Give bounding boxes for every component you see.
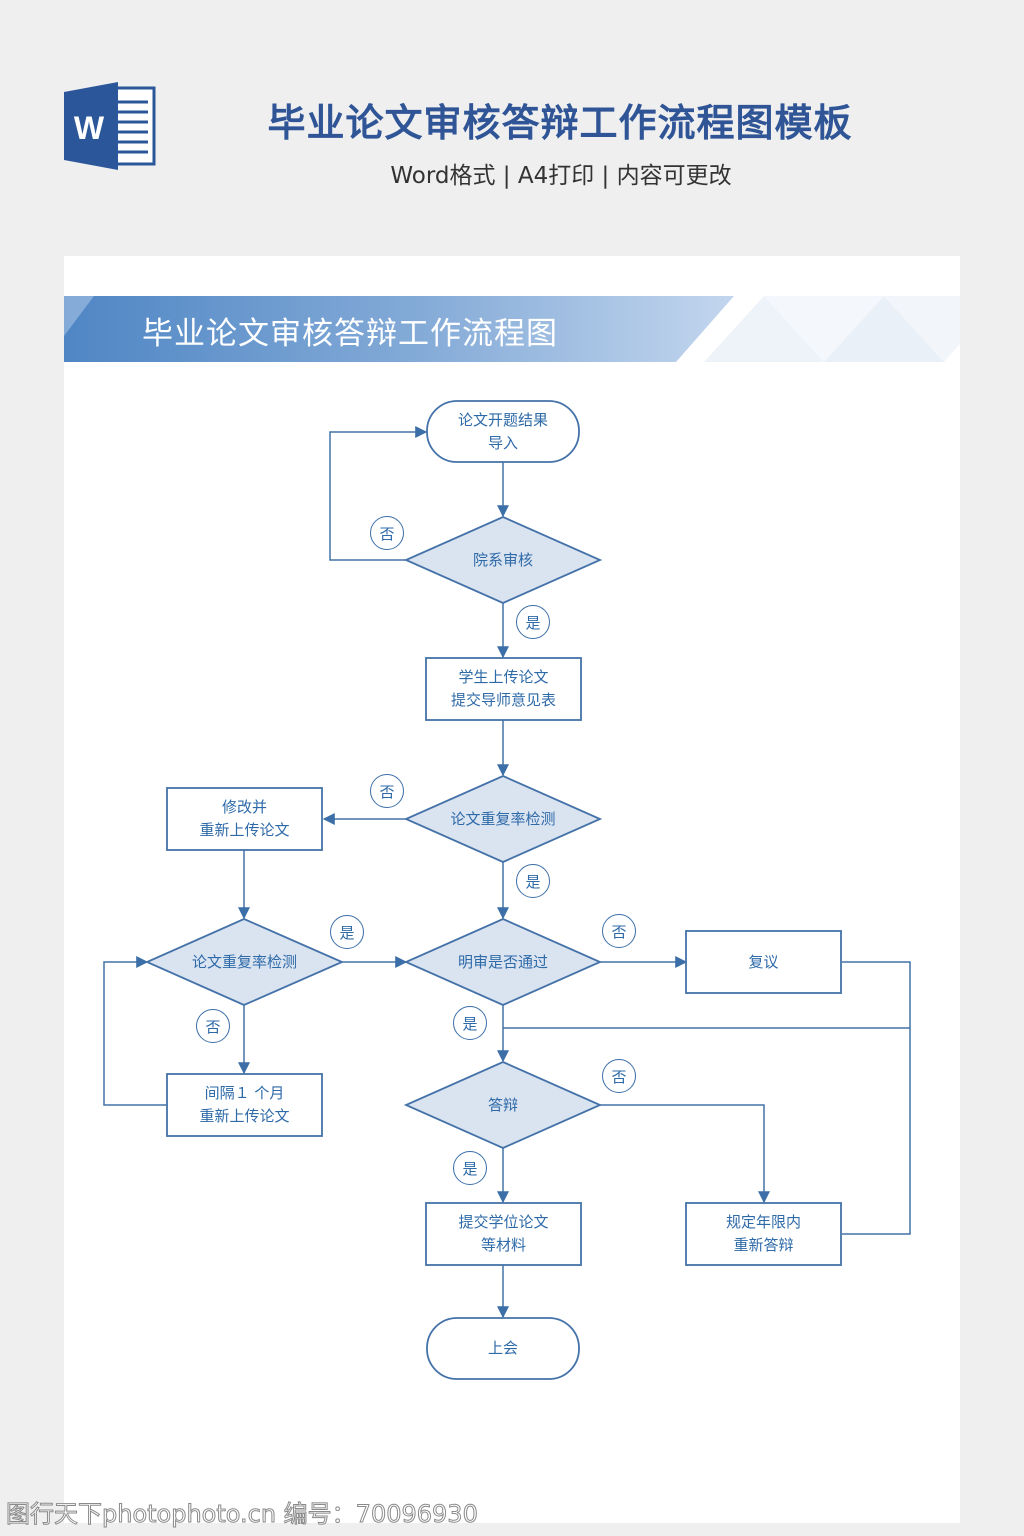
node-end-label: 上会	[487, 1339, 518, 1357]
edge-wait-loop	[103, 956, 167, 1106]
edge-review-no-loop	[329, 426, 428, 561]
badge-yes-dept-review: 是	[516, 605, 550, 639]
banner-title: 毕业论文审核答辩工作流程图	[142, 316, 558, 352]
edge-defense-no	[600, 1104, 770, 1204]
badge-no-dup-check-2: 否	[196, 1009, 230, 1043]
badge-yes-open-review: 是	[453, 1006, 487, 1040]
badge-yes-dup-check-2: 是	[330, 915, 364, 949]
watermark: 图行天下photophoto.cn 编号：70096930	[6, 1500, 479, 1529]
banner-background	[64, 296, 960, 362]
node-dept-review-shape	[403, 516, 603, 604]
node-open-review-shape	[403, 918, 603, 1006]
node-defense-shape	[403, 1061, 603, 1149]
node-start-label: 论文开题结果 导入	[457, 410, 548, 452]
node-revise-label: 修改并 重新上传论文	[199, 798, 290, 839]
page-subtitle: Word格式 | A4打印 | 内容可更改	[390, 163, 732, 189]
badge-yes-defense: 是	[453, 1151, 487, 1185]
svg-text:W: W	[74, 110, 105, 146]
node-dup-check-1-shape	[403, 775, 603, 863]
node-wait-shape	[166, 1073, 323, 1137]
edge-reconsider-return	[503, 961, 911, 1029]
node-defense-label: 答辩	[487, 1095, 518, 1114]
node-submit-label: 提交学位论文 等材料	[458, 1213, 549, 1254]
node-redefense-label: 规定年限内 重新答辩	[725, 1213, 801, 1254]
node-dup-check-2-label: 论文重复率检测	[191, 952, 297, 971]
node-dup-check-2-shape	[144, 918, 345, 1006]
badge-no-dept-review: 否	[370, 516, 404, 550]
node-reconsider-shape	[685, 930, 842, 994]
node-end-shape	[426, 1317, 580, 1380]
node-open-review-label: 明审是否通过	[457, 952, 548, 971]
node-dup-check-1-label: 论文重复率检测	[450, 809, 556, 828]
node-submit-shape	[425, 1202, 582, 1266]
node-revise-shape	[166, 787, 323, 851]
edge-redefense-return	[842, 1028, 911, 1235]
badge-no-open-review: 否	[602, 914, 636, 948]
node-wait-label: 间隔１ 个月 重新上传论文	[199, 1084, 290, 1125]
node-upload-shape	[425, 657, 582, 721]
node-redefense-shape	[685, 1202, 842, 1266]
node-upload-label: 学生上传论文 提交导师意见表	[450, 668, 556, 709]
node-reconsider-label: 复议	[748, 952, 779, 971]
badge-no-defense: 否	[602, 1059, 636, 1093]
node-start-shape	[426, 400, 580, 463]
page-title: 毕业论文审核答辩工作流程图模板	[267, 101, 853, 145]
badge-no-dup-check-1: 否	[370, 774, 404, 808]
document-page: 毕业论文审核答辩工作流程图	[64, 256, 960, 1523]
node-dept-review-label: 院系审核	[472, 550, 533, 569]
word-icon: W	[64, 82, 156, 170]
badge-yes-dup-check-1: 是	[516, 864, 550, 898]
